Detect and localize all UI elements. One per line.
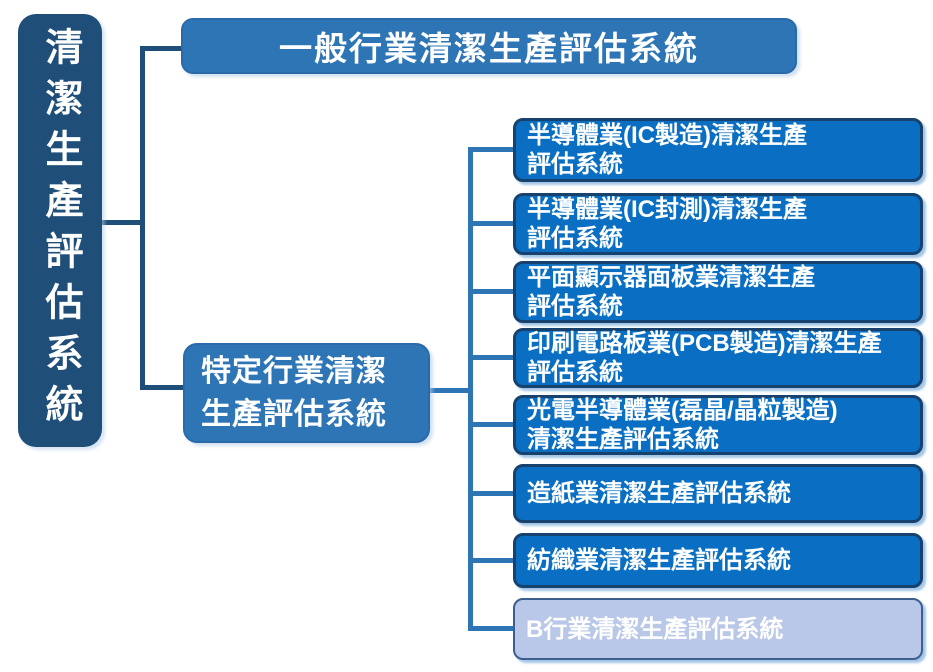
general-industry-node: 一般行業清潔生產評估系統 bbox=[181, 18, 797, 74]
connector-branch-child-3 bbox=[473, 289, 513, 294]
connector-root-stub bbox=[102, 220, 140, 225]
connector-branch-child-2 bbox=[473, 221, 513, 226]
connector-branch-child-8 bbox=[473, 626, 513, 631]
child-node-paper-industry: 造紙業清潔生產評估系統 bbox=[513, 464, 923, 523]
connector-branch-general bbox=[145, 46, 181, 51]
root-node-cleaner-production-system: 清潔生產評估系統 bbox=[18, 14, 102, 447]
child-node-pcb-manufacturing: 印刷電路板業(PCB製造)清潔生產 評估系統 bbox=[513, 328, 923, 388]
child-node-textile-industry: 紡織業清潔生產評估系統 bbox=[513, 533, 923, 588]
child-node-optoelectronic-semiconductor: 光電半導體業(磊晶/晶粒製造) 清潔生產評估系統 bbox=[513, 395, 923, 455]
connector-branch-child-6 bbox=[473, 491, 513, 496]
connector-branch-child-1 bbox=[473, 147, 513, 152]
connector-branch-specific bbox=[145, 385, 183, 390]
connector-specific-stub bbox=[430, 388, 468, 393]
connector-right-trunk bbox=[468, 147, 473, 631]
specific-industry-node: 特定行業清潔 生產評估系統 bbox=[183, 343, 430, 443]
connector-branch-child-4 bbox=[473, 355, 513, 360]
connector-branch-child-7 bbox=[473, 558, 513, 563]
child-node-b-industry: B行業清潔生產評估系統 bbox=[513, 598, 923, 660]
child-node-flat-panel-display: 平面顯示器面板業清潔生產 評估系統 bbox=[513, 261, 923, 323]
child-node-ic-manufacturing: 半導體業(IC製造)清潔生產 評估系統 bbox=[513, 118, 923, 182]
connector-left-trunk bbox=[140, 46, 145, 390]
child-node-ic-packaging-testing: 半導體業(IC封測)清潔生產 評估系統 bbox=[513, 193, 923, 255]
connector-branch-child-5 bbox=[473, 422, 513, 427]
root-node-label: 清潔生產評估系統 bbox=[39, 26, 81, 435]
